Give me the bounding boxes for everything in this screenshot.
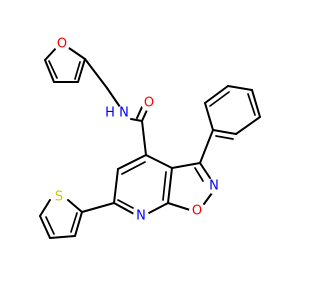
- bond-c6-c5: [113, 168, 119, 204]
- atom-n-pyridine: N: [133, 208, 149, 224]
- bond-furan-o-c2: [65, 45, 86, 60]
- atom-o-carbonyl: O: [141, 95, 157, 111]
- bond-ph-c5-c6-double: [209, 91, 230, 107]
- bond-th-c2-s: [67, 199, 83, 213]
- bond-nh-carbonyl-c: [130, 118, 143, 122]
- bond-c3-n: [199, 162, 211, 179]
- bond-furan-c2-c3: [77, 58, 86, 83]
- atom-label-n-isoxazole: N: [209, 179, 219, 194]
- bond-npyr-c6: [113, 202, 135, 215]
- bond-o-c7a: [167, 202, 191, 211]
- bond-c5-c4: [117, 154, 147, 170]
- bond-c4-c3a: [145, 154, 173, 169]
- bonds: [39, 45, 261, 239]
- bond-n-o: [203, 192, 213, 205]
- atom-s-thiophene: S: [51, 189, 67, 205]
- bond-ph-c6-c1: [204, 102, 214, 131]
- bond-th-c5-c4-double: [45, 216, 55, 235]
- molecule-structure-diagram: O N H O N O N S: [39, 36, 261, 239]
- bond-th-s-c5: [39, 199, 51, 217]
- bond-furan-c4-c5-double: [48, 60, 58, 79]
- bond-c3-phenyl: [199, 129, 214, 164]
- bond-furan-c2-c3-double: [74, 61, 81, 80]
- atom-o-isoxazole: O: [189, 203, 205, 219]
- bond-ph-c4-c5: [227, 85, 253, 91]
- bond-ph-c5-c6: [204, 85, 229, 104]
- atom-label-s-thiophene: S: [55, 190, 63, 205]
- bond-th-c3-c2-double: [70, 212, 78, 233]
- bond-th-c3-c2: [74, 211, 83, 237]
- bond-furan-c4-c5: [44, 59, 55, 83]
- atom-labels: O N H O N O N S: [51, 36, 222, 224]
- bond-npyr-c6-double: [117, 199, 134, 209]
- atom-o-furan: O: [54, 36, 70, 52]
- bond-ph-c1-c2-double: [215, 135, 234, 140]
- atom-nh: N H: [103, 105, 132, 121]
- bond-ph-c3-c4: [251, 89, 261, 118]
- bond-th-c5-c4: [39, 215, 51, 239]
- bond-furan-ch2: [84, 58, 108, 89]
- bond-ph-c3-c4-double: [247, 93, 256, 116]
- bond-c5-c4-double: [121, 161, 146, 175]
- bond-c6-thiophene: [81, 202, 115, 213]
- bond-c3a-c3: [171, 162, 201, 169]
- bond-c3a-c7a: [167, 167, 173, 204]
- bond-ph-c2-c3: [235, 116, 261, 135]
- atom-label-o-furan: O: [57, 37, 67, 52]
- bond-carbonyl-c-o: [141, 109, 148, 122]
- bond-c3a-c7a-double: [162, 171, 167, 201]
- bond-ph-c1-c2: [212, 129, 237, 135]
- bond-ch2-nh: [106, 87, 121, 108]
- atom-label-o-isoxazole: O: [192, 204, 202, 219]
- bond-c7a-npyr: [146, 202, 169, 215]
- atom-label-n-amide: N: [119, 106, 129, 121]
- atom-label-o-carbonyl: O: [144, 96, 154, 111]
- bond-carbonyl-c-o-double: [136, 106, 143, 119]
- atom-label-n-pyridine: N: [136, 209, 146, 224]
- bond-carbonyl-c-c4: [141, 120, 147, 156]
- atom-n-isoxazole: N: [206, 178, 222, 194]
- bond-th-c4-c3: [49, 235, 76, 239]
- atom-label-h-amide: H: [105, 106, 115, 121]
- bond-c3-n-double: [194, 167, 204, 182]
